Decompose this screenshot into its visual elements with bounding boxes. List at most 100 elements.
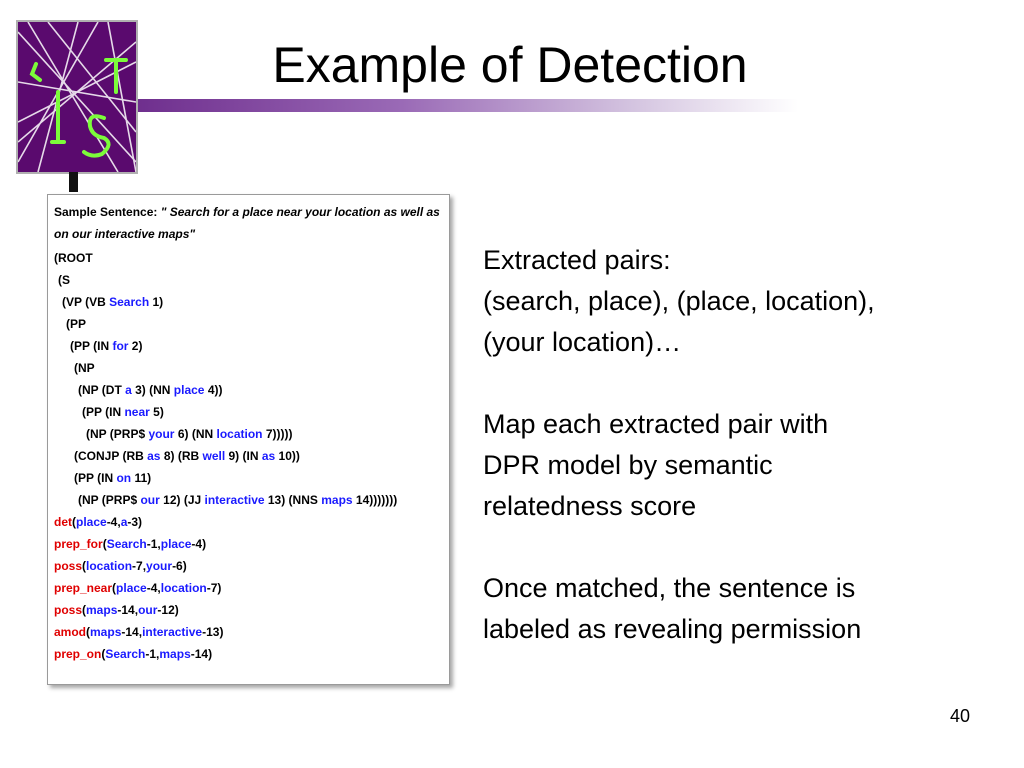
tree-syntax: 1) (149, 295, 164, 309)
dependency-index: -4, (106, 515, 121, 529)
dependency-line: prep_near(place-4,location-7) (54, 577, 443, 599)
tree-token: maps (321, 493, 353, 507)
tree-token: for (112, 339, 129, 353)
dependency-dependent: our (138, 603, 158, 617)
tree-syntax: 2) (128, 339, 143, 353)
tree-syntax: (PP (IN (82, 405, 125, 419)
matched-line: Once matched, the sentence is (483, 573, 856, 603)
tree-token: as (147, 449, 161, 463)
page-number: 40 (949, 706, 970, 726)
tree-syntax: 9) (IN (225, 449, 262, 463)
tree-syntax: 3) (NN (131, 383, 174, 397)
dependency-index: -4) (191, 537, 207, 551)
dependency-governor: maps (90, 625, 122, 639)
tree-line: (PP (IN on 11) (54, 467, 443, 489)
tree-token: location (216, 427, 263, 441)
dependency-line: prep_on(Search-1,maps-14) (54, 643, 443, 665)
extracted-pairs-heading: Extracted pairs: (483, 245, 671, 275)
dependency-index: -7) (206, 581, 222, 595)
tree-line: (NP (DT a 3) (NN place 4)) (54, 379, 443, 401)
tree-line: (VP (VB Search 1) (54, 291, 443, 313)
parse-tree-panel: Sample Sentence: " Search for a place ne… (47, 194, 450, 685)
dependency-index: -7, (132, 559, 147, 573)
dependency-index: -14, (117, 603, 139, 617)
tree-syntax: 10)) (275, 449, 300, 463)
dependency-index: -12) (157, 603, 179, 617)
paren: ( (82, 603, 87, 617)
paren: ( (86, 625, 91, 639)
dependency-index: -4, (146, 581, 161, 595)
tree-syntax: 12) (JJ (159, 493, 205, 507)
tree-syntax: (PP (IN (74, 471, 117, 485)
mapping-line: relatedness score (483, 491, 697, 521)
dependency-relation: prep_near (54, 581, 113, 595)
tree-line: (ROOT (54, 247, 443, 269)
slide-title: Example of Detection (272, 37, 748, 93)
sample-text: " Search for a place near your location … (54, 205, 440, 241)
mapping-line: DPR model by semantic (483, 450, 773, 480)
paren: ( (82, 559, 87, 573)
tree-syntax: (NP (PRP$ (86, 427, 149, 441)
sample-label: Sample Sentence: (54, 205, 158, 219)
extracted-pairs-paragraph: Extracted pairs: (search, place), (place… (483, 240, 1003, 363)
dependency-index: -13) (202, 625, 224, 639)
extracted-pairs-line: (search, place), (place, location), (483, 286, 875, 316)
tree-line: (NP (PRP$ our 12) (JJ interactive 13) (N… (54, 489, 443, 511)
dependency-line: amod(maps-14,interactive-13) (54, 621, 443, 643)
paren: ( (112, 581, 117, 595)
paren: ( (102, 537, 107, 551)
tree-token: as (261, 449, 276, 463)
dependency-relation: prep_on (54, 647, 102, 661)
tree-syntax: (NP (DT (78, 383, 126, 397)
tree-syntax: 11) (131, 471, 152, 485)
tree-token: near (124, 405, 150, 419)
mapping-line: Map each extracted pair with (483, 409, 829, 439)
tree-syntax: 4)) (204, 383, 223, 397)
dependency-index: -1, (146, 537, 161, 551)
dependency-list: det(place-4,a-3)prep_for(Search-1,place-… (54, 511, 443, 665)
dependency-governor: location (86, 559, 133, 573)
tree-syntax: (NP (74, 361, 95, 375)
dependency-relation: poss (54, 603, 83, 617)
tree-syntax: (CONJP (RB (74, 449, 148, 463)
tree-token: interactive (204, 493, 265, 507)
dependency-governor: maps (86, 603, 118, 617)
tree-syntax: 5) (149, 405, 164, 419)
lis-logo (16, 20, 138, 174)
tree-line: (PP (IN for 2) (54, 335, 443, 357)
dependency-dependent: location (160, 581, 207, 595)
explanation-text: Extracted pairs: (search, place), (place… (483, 240, 1003, 650)
tree-line: (CONJP (RB as 8) (RB well 9) (IN as 10)) (54, 445, 443, 467)
dependency-relation: amod (54, 625, 87, 639)
tree-line: (NP (PRP$ your 6) (NN location 7))))) (54, 423, 443, 445)
mapping-paragraph: Map each extracted pair with DPR model b… (483, 404, 1003, 527)
tree-line: (PP (54, 313, 443, 335)
dependency-index: -14, (121, 625, 143, 639)
dependency-line: det(place-4,a-3) (54, 511, 443, 533)
tree-syntax: (VP (VB (62, 295, 110, 309)
tree-token: a (125, 383, 132, 397)
paren: ( (72, 515, 76, 529)
tree-syntax: (NP (PRP$ (78, 493, 141, 507)
tree-syntax: 13) (NNS (264, 493, 322, 507)
dependency-relation: prep_for (54, 537, 103, 551)
tree-line: (NP (54, 357, 443, 379)
dependency-relation: det (54, 515, 72, 529)
dependency-index: -14) (190, 647, 213, 661)
dependency-index: -1, (145, 647, 160, 661)
tree-line: (PP (IN near 5) (54, 401, 443, 423)
dependency-governor: place (116, 581, 147, 595)
tree-syntax: (ROOT (54, 251, 93, 265)
tree-syntax: (PP (IN (70, 339, 113, 353)
tree-syntax: (S (58, 273, 70, 287)
parse-tree: (ROOT(S(VP (VB Search 1)(PP(PP (IN for 2… (54, 247, 443, 511)
dependency-index: -3) (127, 515, 143, 529)
dependency-governor: Search (106, 537, 147, 551)
dependency-index: -6) (172, 559, 187, 573)
dependency-relation: poss (54, 559, 83, 573)
tree-syntax: 7))))) (262, 427, 293, 441)
tree-token: Search (109, 295, 150, 309)
matched-paragraph: Once matched, the sentence is labeled as… (483, 568, 1003, 650)
tree-token: place (173, 383, 205, 397)
dependency-governor: Search (105, 647, 146, 661)
